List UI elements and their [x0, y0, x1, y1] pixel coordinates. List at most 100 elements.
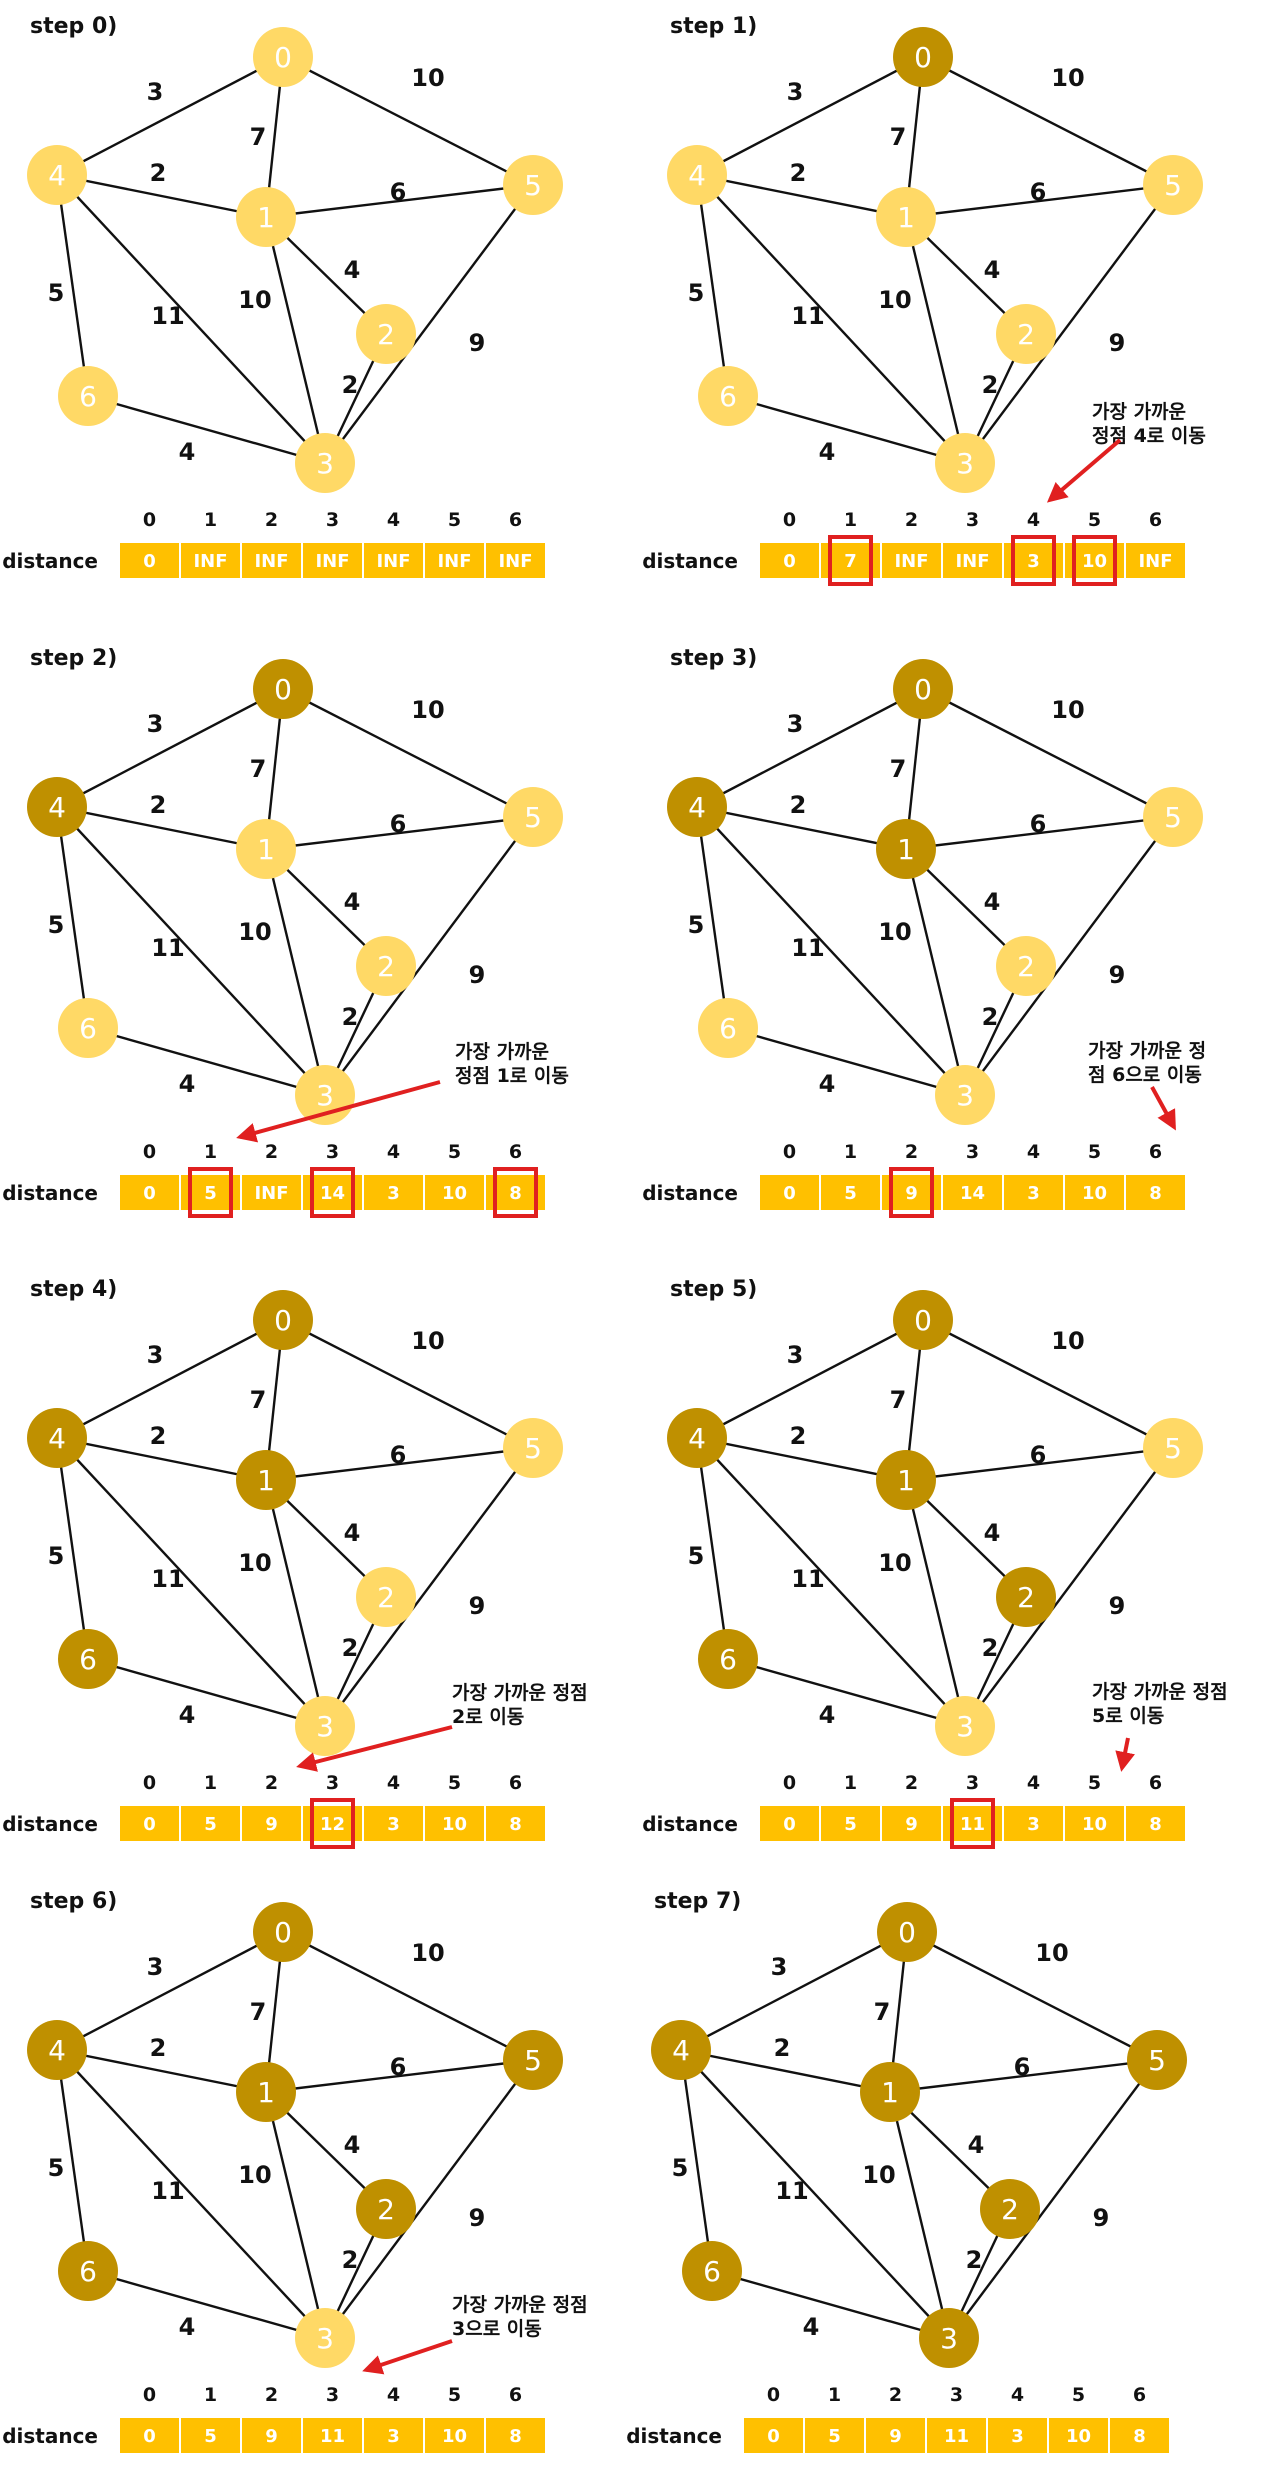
- distance-cell-0: [760, 1175, 819, 1210]
- annotation-arrow: [1046, 438, 1122, 503]
- distance-value-3: 11: [960, 1814, 985, 1835]
- edge-weight-2-3: 2: [342, 371, 359, 399]
- distance-cell-6: [1126, 543, 1185, 578]
- edge-weight-4-3: 11: [151, 302, 184, 330]
- node-5: [1127, 2030, 1187, 2090]
- distance-value-4: 3: [1011, 2426, 1024, 2447]
- edge-weight-0-1: 7: [890, 1386, 907, 1414]
- edge-4-3: [696, 806, 966, 1096]
- node-label-6: 6: [703, 2255, 721, 2288]
- edge-0-4: [680, 1930, 908, 2052]
- node-3: [919, 2308, 979, 2368]
- index-label-1: 1: [844, 1141, 857, 1163]
- node-label-0: 0: [914, 41, 932, 74]
- edge-0-4: [696, 1318, 924, 1440]
- edge-weight-0-4: 3: [147, 710, 164, 738]
- edge-weight-5-3: 9: [1109, 961, 1126, 989]
- edge-0-4: [56, 55, 284, 177]
- distance-cell-2: [242, 1175, 301, 1210]
- distance-value-0: 0: [143, 1183, 156, 1204]
- node-6: [698, 366, 758, 426]
- edge-0-5: [282, 687, 534, 819]
- edge-0-4: [56, 1930, 284, 2052]
- index-label-0: 0: [767, 2384, 780, 2406]
- edge-1-3: [904, 848, 967, 1096]
- node-label-6: 6: [719, 380, 737, 413]
- annotation-note: 점 6으로 이동: [1088, 1064, 1202, 1086]
- index-label-3: 3: [966, 1141, 979, 1163]
- index-label-6: 6: [509, 1141, 522, 1163]
- distance-cell-1: [181, 543, 240, 578]
- index-label-3: 3: [326, 1772, 339, 1794]
- edge-0-5: [922, 55, 1174, 187]
- node-label-1: 1: [897, 201, 915, 234]
- edge-weight-4-3: 11: [791, 302, 824, 330]
- index-label-2: 2: [265, 1772, 278, 1794]
- edge-weight-5-3: 9: [469, 329, 486, 357]
- highlight-box-1: [828, 535, 873, 586]
- edge-weight-1-5: 6: [1014, 2053, 1031, 2081]
- edge-weight-4-3: 11: [791, 934, 824, 962]
- node-6: [58, 366, 118, 426]
- distance-value-2: INF: [254, 1183, 288, 1204]
- edge-4-6: [55, 1437, 90, 1660]
- node-label-4: 4: [688, 791, 706, 824]
- edge-4-6: [695, 806, 730, 1029]
- distance-cell-0: [120, 1806, 179, 1841]
- edge-0-5: [922, 1318, 1174, 1450]
- node-2: [356, 1567, 416, 1627]
- node-3: [295, 2308, 355, 2368]
- edge-1-3: [888, 2091, 951, 2339]
- edge-5-3: [964, 184, 1174, 464]
- distance-cell-6: [486, 1806, 545, 1841]
- distance-cell-6: [1126, 1806, 1185, 1841]
- highlight-box-2: [889, 1167, 934, 1218]
- node-6: [698, 998, 758, 1058]
- node-label-5: 5: [524, 801, 542, 834]
- distance-cell-3: [303, 543, 362, 578]
- node-5: [1143, 787, 1203, 847]
- edge-0-5: [906, 1930, 1158, 2062]
- edge-weight-4-6: 5: [672, 2154, 689, 2182]
- annotation-arrow: [296, 1725, 453, 1772]
- node-2: [996, 304, 1056, 364]
- edge-weight-0-5: 10: [1051, 64, 1084, 92]
- index-label-3: 3: [950, 2384, 963, 2406]
- distance-value-5: 10: [442, 1183, 467, 1204]
- index-label-6: 6: [509, 509, 522, 531]
- annotation-note: 가장 가까운 정점: [1092, 1681, 1228, 1703]
- index-label-0: 0: [783, 509, 796, 531]
- edge-weight-1-2: 4: [984, 1519, 1001, 1547]
- highlight-box-4: [1011, 535, 1056, 586]
- distance-value-3: 11: [320, 2426, 345, 2447]
- distance-value-0: 0: [143, 551, 156, 572]
- edge-weight-1-3: 10: [878, 1549, 911, 1577]
- index-label-3: 3: [326, 1141, 339, 1163]
- distance-cell-4: [988, 2418, 1047, 2453]
- node-label-4: 4: [672, 2034, 690, 2067]
- edge-4-3: [696, 174, 966, 464]
- node-label-1: 1: [257, 201, 275, 234]
- distance-value-4: INF: [376, 551, 410, 572]
- node-label-5: 5: [524, 169, 542, 202]
- distance-value-1: 5: [204, 2426, 217, 2447]
- distance-cell-1: [821, 1806, 880, 1841]
- distance-value-3: 14: [320, 1183, 345, 1204]
- edge-weight-2-3: 2: [982, 371, 999, 399]
- edge-weight-1-2: 4: [968, 2131, 985, 2159]
- annotation-note: 가장 가까운 정: [1088, 1040, 1206, 1062]
- edge-1-3: [264, 216, 327, 464]
- annotation-note: 가장 가까운: [455, 1041, 549, 1063]
- distance-cell-4: [364, 2418, 423, 2453]
- edge-4-3: [56, 2049, 326, 2339]
- node-label-3: 3: [956, 447, 974, 480]
- node-1: [876, 1450, 936, 1510]
- node-4: [667, 777, 727, 837]
- distance-value-3: 14: [960, 1183, 985, 1204]
- index-label-2: 2: [265, 1141, 278, 1163]
- distance-cell-4: [1004, 1806, 1063, 1841]
- edge-1-5: [265, 183, 534, 219]
- distance-cell-0: [760, 1806, 819, 1841]
- node-label-1: 1: [897, 1464, 915, 1497]
